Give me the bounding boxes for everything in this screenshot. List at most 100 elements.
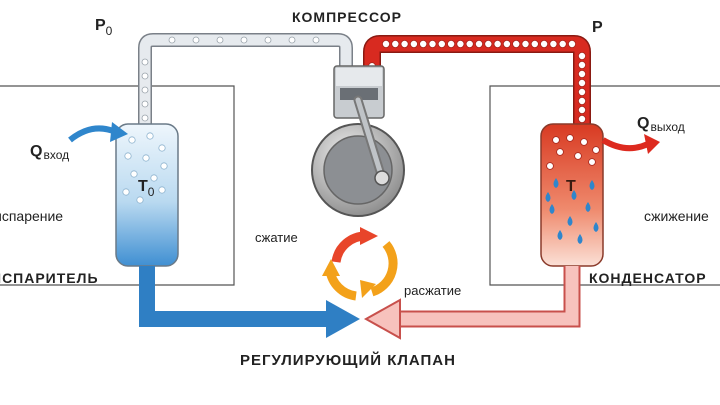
bubble <box>142 154 150 162</box>
bubble <box>521 40 530 49</box>
valve-label: РЕГУЛИРУЮЩИЙ КЛАПАН <box>240 352 456 369</box>
heat-out-arrow <box>601 137 650 152</box>
high-pressure-pipe <box>363 35 591 124</box>
bubble <box>141 86 149 94</box>
bubble <box>312 36 320 44</box>
compressor-label: КОМПРЕССОР <box>292 9 402 25</box>
bubble <box>588 158 596 166</box>
low-pressure-label: P0 <box>95 17 113 38</box>
bubble <box>391 40 400 49</box>
bubble <box>428 40 437 49</box>
bubble <box>158 186 166 194</box>
bubble <box>264 36 272 44</box>
bubble <box>578 70 587 79</box>
condenser-temperature-label: T <box>566 178 576 195</box>
droplet <box>593 222 599 232</box>
droplet <box>553 178 559 188</box>
bubble <box>122 188 130 196</box>
droplet <box>567 216 573 226</box>
heat-in-arrow <box>68 125 118 143</box>
bubble <box>546 162 554 170</box>
bubble <box>128 136 136 144</box>
bubble <box>578 79 587 88</box>
low-pressure-bubbles <box>141 36 320 122</box>
bubble <box>141 58 149 66</box>
bubble <box>288 36 296 44</box>
bubble <box>150 174 158 182</box>
bubble <box>160 162 168 170</box>
bubble <box>502 40 511 49</box>
compressor <box>311 65 405 217</box>
heat-out-arrow-head <box>644 134 660 154</box>
bubble <box>578 88 587 97</box>
bubble <box>216 36 224 44</box>
low-pressure-pipe <box>138 33 353 124</box>
droplet <box>585 202 591 212</box>
expansion-label: расжатие <box>404 283 462 298</box>
bubble <box>552 136 560 144</box>
bubble <box>381 40 390 49</box>
bubble <box>556 148 564 156</box>
pink-arrow-head <box>363 298 401 340</box>
bubble <box>456 40 465 49</box>
bubble <box>558 40 567 49</box>
droplet <box>589 180 595 190</box>
bubble <box>578 106 587 115</box>
bubble <box>419 40 428 49</box>
droplet <box>545 192 551 202</box>
bubble <box>447 40 456 49</box>
droplet <box>571 190 577 200</box>
condenser-droplets <box>545 134 600 244</box>
blue-liquid-pipe <box>139 266 330 327</box>
bubble <box>540 40 549 49</box>
evaporation-label: испарение <box>0 208 64 224</box>
bubble <box>141 72 149 80</box>
evaporator-bubbles <box>122 132 168 204</box>
bubble <box>130 170 138 178</box>
compression-label: сжатие <box>255 230 298 245</box>
bubble <box>437 40 446 49</box>
evaporator-frame <box>0 85 235 286</box>
bubble <box>146 132 154 140</box>
bubble <box>141 100 149 108</box>
evaporator-temperature-label: T0 <box>138 178 155 199</box>
bubble <box>574 152 582 160</box>
droplet <box>577 234 583 244</box>
bubble <box>549 40 558 49</box>
condenser-label: КОНДЕНСАТОР <box>589 270 707 286</box>
bubble <box>568 40 577 49</box>
cycle-arrows-icon <box>322 227 398 301</box>
bubble <box>566 134 574 142</box>
blue-arrow-head <box>326 300 360 338</box>
bubble <box>578 115 587 124</box>
bubble <box>474 40 483 49</box>
bubble <box>578 61 587 70</box>
high-pressure-label: P <box>592 19 603 36</box>
bubble <box>124 152 132 160</box>
droplet <box>549 204 555 214</box>
bubble <box>493 40 502 49</box>
bubble <box>465 40 474 49</box>
bubble <box>168 36 176 44</box>
bubble <box>409 40 418 49</box>
condenser-frame <box>489 85 720 286</box>
bubble <box>136 196 144 204</box>
bubble <box>512 40 521 49</box>
bubble <box>530 40 539 49</box>
bubble <box>592 146 600 154</box>
bubble <box>578 52 587 61</box>
heat-out-label: Qвыход <box>637 115 685 134</box>
bubble <box>578 97 587 106</box>
bubble <box>141 114 149 122</box>
bubble <box>240 36 248 44</box>
heat-in-arrow-head <box>110 122 128 142</box>
heat-in-label: Qвход <box>30 143 70 162</box>
condensation-label: сжижение <box>644 208 709 224</box>
bubble <box>580 138 588 146</box>
droplet <box>557 230 563 240</box>
bubble <box>484 40 493 49</box>
bubble <box>400 40 409 49</box>
bubble <box>192 36 200 44</box>
bubble <box>158 144 166 152</box>
